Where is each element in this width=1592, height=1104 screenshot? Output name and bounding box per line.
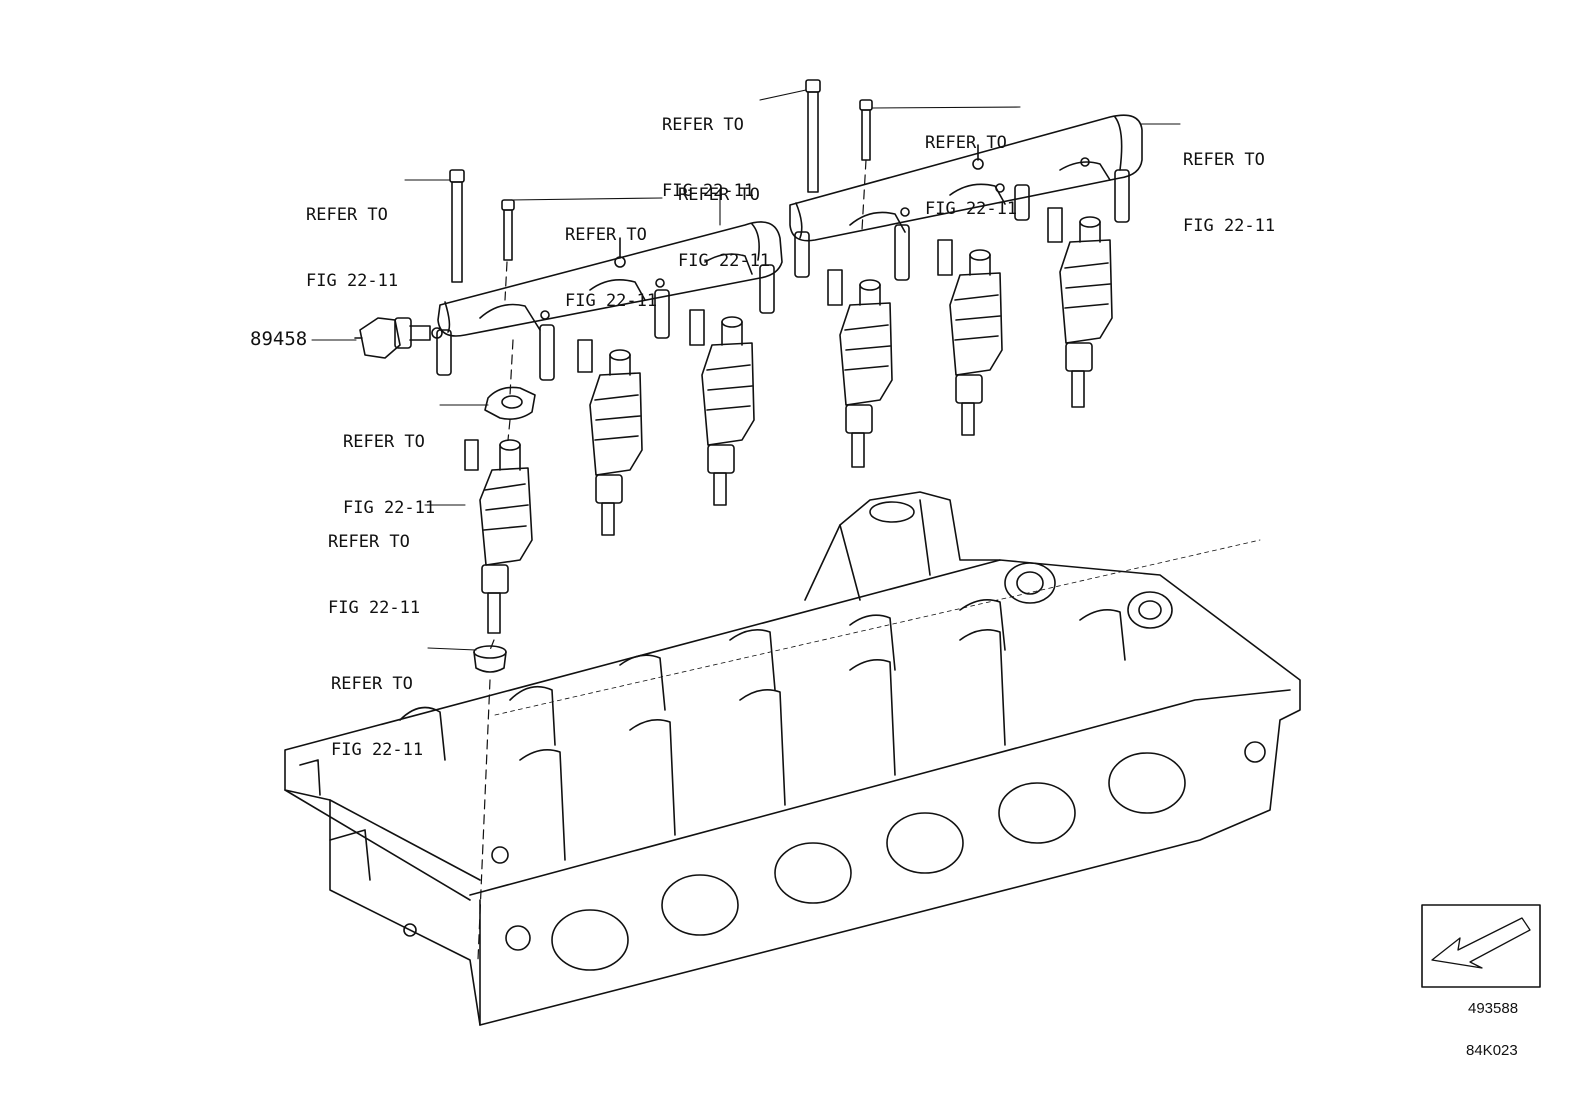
callout-line1: REFER TO [343,432,425,452]
fuel-injector-4 [827,269,893,468]
callout-bolt-short-left: REFER TO FIG 22-11 [565,180,657,334]
bolt-3 [805,79,821,193]
diagram-code: 84K023 [1466,1042,1518,1059]
callout-line2: FIG 22-11 [662,181,755,201]
callout-line2: FIG 22-11 [331,740,424,760]
fuel-pressure-sensor [354,317,443,359]
callout-line2: FIG 22-11 [565,291,658,311]
callout-fuel-rail-left: REFER TO FIG 22-11 [678,140,770,294]
callout-insulator: REFER TO FIG 22-11 [343,387,435,541]
injector-insulator [484,386,536,420]
callout-line1: REFER TO [328,532,410,552]
callout-line1: REFER TO [1183,150,1265,170]
callout-line2: FIG 22-11 [306,271,399,291]
callout-bolt-short-right: REFER TO FIG 22-11 [925,88,1017,242]
callout-line2: FIG 22-11 [1183,216,1276,236]
cylinder-head [284,491,1301,1026]
fuel-rail-left [436,221,783,381]
callout-line1: REFER TO [678,185,760,205]
illustration-number: 493588 [1468,1000,1519,1017]
injector-seal [473,645,507,673]
fuel-injector-2 [577,339,643,536]
fuel-rail-right [789,114,1143,281]
fuel-injector-5 [937,239,1003,436]
callout-bolt-right: REFER TO FIG 22-11 [662,70,754,224]
callout-line2: FIG 22-11 [678,251,771,271]
bolt-2 [501,199,515,261]
callout-line2: FIG 22-11 [343,498,436,518]
fuel-injector-1 [464,439,533,634]
callout-bolt-left: REFER TO FIG 22-11 [306,160,398,314]
callout-line1: REFER TO [662,115,744,135]
fuel-injector-3 [689,309,755,506]
callout-line2: FIG 22-11 [925,199,1018,219]
callout-line1: REFER TO [306,205,388,225]
orientation-arrow-box [1421,904,1541,988]
callout-fuel-rail-right: REFER TO FIG 22-11 [1183,105,1275,259]
callout-seal: REFER TO FIG 22-11 [331,629,423,783]
bolt-4 [859,99,873,161]
callout-line2: FIG 22-11 [328,598,421,618]
callout-line1: REFER TO [925,133,1007,153]
bolt-1 [449,169,465,283]
callout-line1: REFER TO [565,225,647,245]
part-number-label: 89458 [250,328,308,350]
fuel-injector-6 [1047,207,1113,408]
leader-lines [311,89,1181,651]
callout-line1: REFER TO [331,674,413,694]
callout-injector: REFER TO FIG 22-11 [328,487,420,641]
